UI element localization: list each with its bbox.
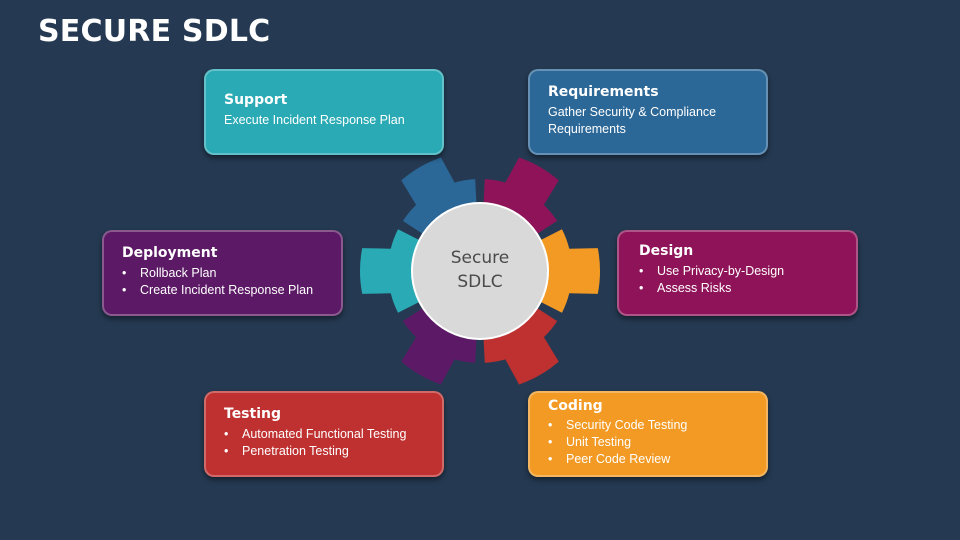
coding-gear-segment bbox=[540, 229, 600, 313]
center-label-line1: Secure bbox=[450, 248, 510, 268]
center-circle bbox=[411, 202, 549, 340]
testing-item: Penetration Testing bbox=[224, 443, 426, 460]
center-label-line2: SDLC bbox=[457, 272, 503, 292]
requirements-gear-segment bbox=[401, 157, 477, 234]
requirements-heading: Requirements bbox=[548, 84, 659, 100]
design-card: Design Use Privacy-by-Design Assess Risk… bbox=[617, 230, 858, 316]
coding-item: Peer Code Review bbox=[548, 451, 750, 468]
coding-card: Coding Security Code Testing Unit Testin… bbox=[528, 391, 768, 477]
requirements-card: Requirements Gather Security & Complianc… bbox=[528, 69, 768, 155]
requirements-text-line1: Gather Security & Compliance bbox=[548, 105, 717, 119]
requirements-text-line2: Requirements bbox=[548, 122, 626, 136]
design-list: Use Privacy-by-Design Assess Risks bbox=[639, 263, 840, 297]
design-item: Use Privacy-by-Design bbox=[639, 263, 840, 280]
coding-list: Security Code Testing Unit Testing Peer … bbox=[548, 417, 750, 468]
deployment-heading: Deployment bbox=[122, 245, 218, 261]
design-item: Assess Risks bbox=[639, 280, 840, 297]
testing-heading: Testing bbox=[224, 406, 281, 422]
support-gear-segment bbox=[359, 229, 420, 313]
deployment-gear-segment bbox=[401, 308, 477, 385]
support-text: Execute Incident Response Plan bbox=[224, 113, 405, 127]
testing-card: Testing Automated Functional Testing Pen… bbox=[204, 391, 444, 477]
testing-item: Automated Functional Testing bbox=[224, 426, 426, 443]
deployment-card: Deployment Rollback Plan Create Incident… bbox=[102, 230, 343, 316]
coding-item: Unit Testing bbox=[548, 434, 750, 451]
coding-heading: Coding bbox=[548, 398, 603, 414]
testing-list: Automated Functional Testing Penetration… bbox=[224, 426, 426, 460]
center-label: Secure SDLC bbox=[414, 246, 546, 294]
design-gear-segment bbox=[483, 157, 559, 234]
support-card: Support Execute Incident Response Plan bbox=[204, 69, 444, 155]
coding-item: Security Code Testing bbox=[548, 417, 750, 434]
deployment-item: Create Incident Response Plan bbox=[122, 282, 325, 299]
testing-gear-segment bbox=[483, 308, 559, 385]
deployment-list: Rollback Plan Create Incident Response P… bbox=[122, 265, 325, 299]
support-heading: Support bbox=[224, 92, 288, 108]
deployment-item: Rollback Plan bbox=[122, 265, 325, 282]
slide-title: SECURE SDLC bbox=[38, 14, 271, 49]
design-heading: Design bbox=[639, 243, 694, 259]
